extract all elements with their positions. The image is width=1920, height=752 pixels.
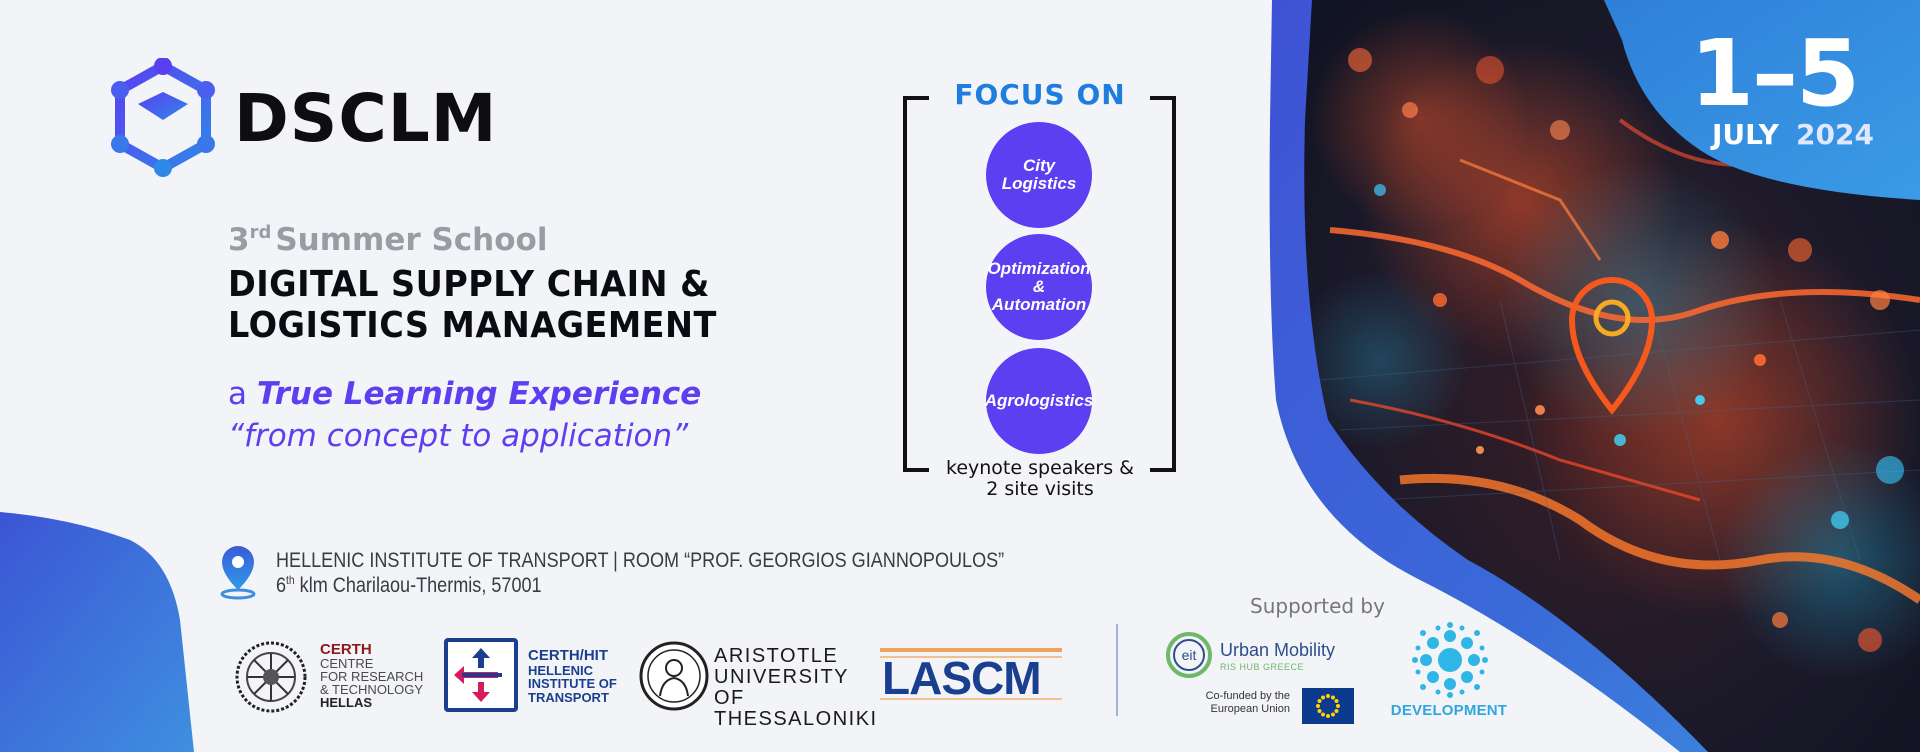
divider	[1116, 624, 1118, 716]
tagline-prefix: a	[228, 376, 247, 412]
lascm-text: LASCM	[882, 652, 1041, 704]
topic-2-line-2: &	[1032, 277, 1046, 297]
auth-line-2: UNIVERSITY OF	[714, 666, 849, 709]
eit-ring-icon: eit	[1166, 632, 1212, 678]
tagline: a True Learning Experience	[228, 376, 701, 412]
tagline-quote: “from concept to application”	[228, 418, 689, 454]
development-label: DEVELOPMENT	[1390, 702, 1508, 719]
location-pin-icon	[220, 546, 256, 600]
topic-2-line-1: Optimization	[987, 259, 1091, 279]
eu-cofunded-line-1: Co-funded by the	[1205, 690, 1290, 702]
eit-name: Urban Mobility	[1220, 640, 1336, 660]
eu-cofunded-line-2: European Union	[1210, 703, 1290, 716]
left-bracket	[903, 96, 929, 472]
venue-line-1: HELLENIC INSTITUTE OF TRANSPORT | ROOM “…	[276, 549, 1005, 572]
certh-line-1: CERTH	[320, 641, 372, 658]
hit-line-1: CERTH/HIT	[528, 647, 608, 664]
hit-line-4: TRANSPORT	[528, 690, 609, 706]
brand-name: DSCLM	[234, 79, 498, 157]
certh-logo: CERTH CENTRE FOR RESEARCH & TECHNOLOGY H…	[234, 638, 434, 714]
venue-address: klm Charilaou-Thermis, 57001	[294, 574, 542, 597]
hit-line-2: HELLENIC	[528, 662, 593, 678]
hit-arrows-icon	[444, 638, 518, 712]
focus-title: FOCUS ON	[930, 78, 1150, 111]
development-dots-icon	[1412, 622, 1488, 698]
topic-1-line-2: Logistics	[1001, 174, 1077, 193]
auth-line-1: ARISTOTLE	[714, 645, 839, 667]
dsclm-logo: DSCLM	[108, 58, 498, 178]
topic-2-line-3: Automation	[991, 294, 1087, 314]
eu-cofunded-text: Co-funded by the European Union	[1200, 690, 1290, 716]
hit-line-3: INSTITUTE OF	[528, 676, 617, 692]
development-logo: DEVELOPMENT	[1384, 620, 1514, 724]
title-line-2: LOGISTICS MANAGEMENT	[228, 305, 717, 346]
keynote-note: keynote speakers & 2 site visits	[930, 458, 1150, 500]
certh-line-4: & TECHNOLOGY	[320, 682, 424, 697]
certh-hit-logo: CERTH/HIT HELLENIC INSTITUTE OF TRANSPOR…	[444, 638, 644, 714]
topic-3-line-1: Agrologistics	[984, 391, 1094, 411]
topic-1-line-1: City	[1022, 156, 1056, 176]
keynote-line-1: keynote speakers &	[946, 457, 1134, 479]
focus-topic-agrologistics: Agrologistics	[984, 348, 1094, 454]
auth-seal-icon	[639, 641, 709, 711]
supported-by-label: Supported by	[1250, 594, 1385, 618]
lascm-logo: LASCM	[880, 648, 1062, 704]
auth-logo: ARISTOTLE UNIVERSITY OF THESSALONIKI	[638, 638, 878, 730]
certh-line-5: HELLAS	[320, 695, 372, 710]
date-month: JULY	[1712, 118, 1779, 151]
eu-flag-icon	[1302, 688, 1354, 724]
eit-badge-text: eit	[1182, 647, 1197, 663]
venue-km-number: 6	[276, 574, 287, 597]
venue-line-2: 6th klm Charilaou-Thermis, 57001	[276, 573, 542, 598]
edition-text: Summer School	[275, 222, 548, 258]
eit-hub: RIS HUB GREECE	[1220, 662, 1305, 672]
keynote-line-2: 2 site visits	[986, 477, 1094, 500]
date-range: 1–5	[1690, 20, 1860, 127]
auth-line-3: THESSALONIKI	[714, 708, 878, 730]
certh-line-2: CENTRE	[320, 656, 374, 671]
edition-number: 3	[228, 222, 250, 258]
title-line-1: DIGITAL SUPPLY CHAIN &	[228, 264, 710, 305]
hexagon-network-icon	[111, 58, 215, 177]
tagline-emphasis: True Learning Experience	[256, 376, 702, 412]
edition-suffix: rd	[249, 222, 272, 243]
eit-urban-mobility-logo: eit Urban Mobility RIS HUB GREECE Co-fun…	[1162, 626, 1362, 726]
certh-seal-icon	[235, 641, 307, 713]
focus-topic-optimization-automation: Optimization&Automation	[986, 234, 1092, 340]
date-year: 2024	[1796, 118, 1874, 151]
right-bracket	[1150, 96, 1176, 472]
venue-km-suffix: th	[286, 573, 295, 587]
certh-line-3: FOR RESEARCH	[320, 669, 424, 684]
